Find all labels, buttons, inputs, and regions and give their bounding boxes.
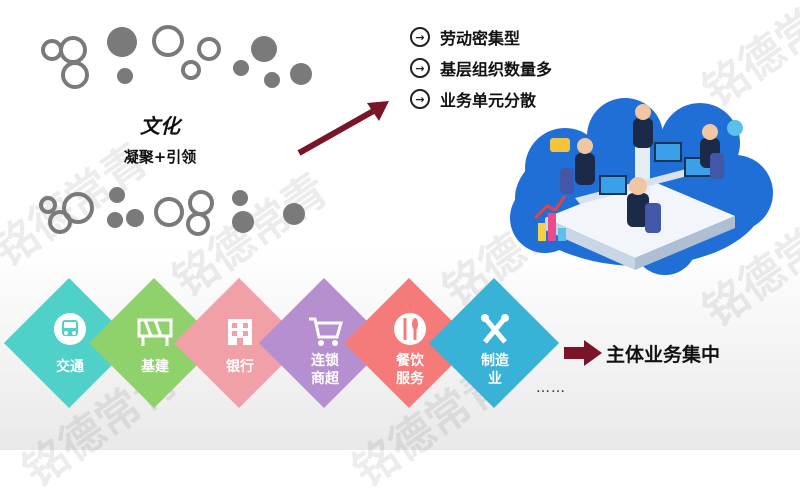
ellipsis-text: ……: [536, 380, 566, 396]
culture-subtitle: 凝聚+引领: [123, 148, 197, 166]
right-arrow: [564, 338, 604, 372]
diagonal-arrow: [295, 95, 395, 164]
bullet-text: 基层组织数量多: [440, 60, 553, 79]
industry-label: 银行: [226, 359, 254, 375]
culture-title: 文化: [140, 114, 180, 138]
fork-spoon-icon: [390, 312, 430, 346]
barrier-icon: [135, 314, 175, 348]
conclusion-text: 主体业务集中: [606, 344, 721, 366]
tools-icon: [475, 312, 515, 346]
bank-building-icon: [220, 313, 260, 347]
shopping-cart-icon: [305, 313, 345, 347]
circle-cluster-bottom: [0, 180, 340, 254]
bullet-item: → 业务单元分散: [410, 86, 552, 112]
bullet-text: 业务单元分散: [440, 91, 537, 110]
bullet-item: → 基层组织数量多: [410, 55, 552, 81]
bus-icon: [50, 312, 90, 346]
industry-label: 连锁 商超: [311, 353, 339, 387]
industry-label: 交通: [56, 359, 84, 375]
circle-cluster-top: [0, 0, 340, 104]
bullet-list: → 劳动密集型 → 基层组织数量多 → 业务单元分散: [410, 24, 552, 112]
bullet-item: → 劳动密集型: [410, 24, 552, 50]
industry-label: 制造 业: [481, 353, 509, 387]
arrow-right-circle-icon: →: [410, 27, 430, 47]
bullet-text: 劳动密集型: [440, 29, 521, 48]
industry-label: 餐饮 服务: [396, 353, 424, 387]
office-illustration: [505, 98, 775, 282]
arrow-right-circle-icon: →: [410, 58, 430, 78]
arrow-right-circle-icon: →: [410, 89, 430, 109]
industry-label: 基建: [141, 359, 169, 375]
